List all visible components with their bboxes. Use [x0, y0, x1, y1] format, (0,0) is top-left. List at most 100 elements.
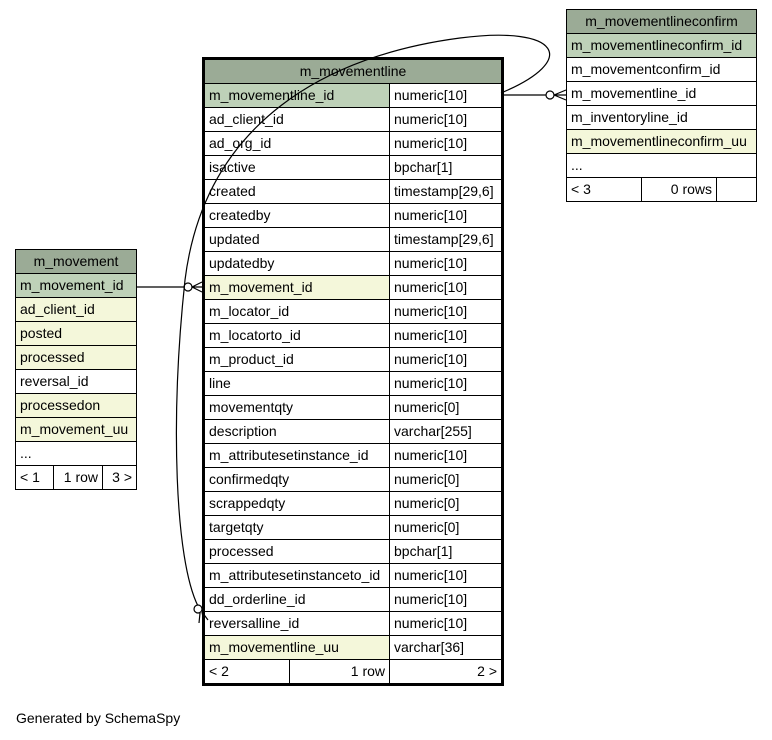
column-type: numeric[10] [388, 83, 504, 108]
column-type: timestamp[29,6] [388, 179, 504, 204]
column-type: numeric[10] [388, 107, 504, 132]
column-name: processedon [14, 393, 138, 418]
footer-row-count: 1 row [289, 659, 390, 685]
column-type: numeric[10] [388, 611, 504, 636]
column-type: varchar[255] [388, 419, 504, 444]
table-title: m_movementline [202, 58, 504, 84]
table-row: ... [14, 441, 138, 466]
footer-row-count: 1 row [53, 465, 103, 490]
column-type: numeric[10] [388, 203, 504, 228]
column-type: numeric[10] [388, 251, 504, 276]
generated-by-note: Generated by SchemaSpy [16, 710, 181, 726]
column-name: createdby [203, 203, 390, 228]
column-name: processed [203, 539, 390, 564]
column-name: m_locatorto_id [203, 323, 390, 348]
column-type: numeric[10] [388, 323, 504, 348]
table-row: m_movementlineconfirm_uu [565, 129, 758, 154]
column-name: m_movement_id [14, 273, 138, 298]
column-name: updated [203, 227, 390, 252]
column-type: timestamp[29,6] [388, 227, 504, 252]
column-name: line [203, 371, 390, 396]
footer-parents: < 1 [15, 465, 54, 490]
table-row: processedon [14, 393, 138, 418]
column-name: m_product_id [203, 347, 390, 372]
column-name: m_movement_uu [14, 417, 138, 442]
table-row: processed [14, 345, 138, 370]
table-title: m_movementlineconfirm [565, 9, 758, 34]
column-type: numeric[10] [388, 587, 504, 612]
column-name: m_movementlineconfirm_id [565, 33, 758, 58]
table-row: m_movementline_id [565, 81, 758, 106]
column-name: ad_client_id [14, 297, 138, 322]
column-type: numeric[10] [388, 443, 504, 468]
column-name: reversalline_id [203, 611, 390, 636]
column-name: description [203, 419, 390, 444]
edge-movementline-to-movement [136, 281, 203, 293]
column-name: reversal_id [14, 369, 138, 394]
column-name: m_movementconfirm_id [565, 57, 758, 82]
column-name: m_movementline_uu [203, 635, 390, 660]
footer-parents: < 3 [566, 177, 642, 202]
column-name: isactive [203, 155, 390, 180]
footer-children: 2 > [388, 659, 504, 685]
table-row: reversal_id [14, 369, 138, 394]
column-type: numeric[10] [388, 299, 504, 324]
column-type: numeric[0] [388, 395, 504, 420]
column-name: ad_org_id [203, 131, 390, 156]
table-row: m_inventoryline_id [565, 105, 758, 130]
table-header-row: m_movement [14, 249, 138, 274]
column-name: m_movementline_id [203, 83, 390, 108]
column-name: ad_client_id [203, 107, 390, 132]
table-header-row: m_movementline [202, 58, 504, 84]
table-row: ad_client_id [14, 297, 138, 322]
table-row: m_movementlineconfirm_id [565, 33, 758, 58]
column-name: posted [14, 321, 138, 346]
table-row: posted [14, 321, 138, 346]
column-name: confirmedqty [203, 467, 390, 492]
column-type: numeric[0] [388, 467, 504, 492]
footer-row-count: 0 rows [641, 177, 717, 202]
column-name: targetqty [203, 515, 390, 540]
column-name: ... [565, 153, 758, 178]
table-row: m_movement_id [14, 273, 138, 298]
footer-children: 3 > [101, 465, 138, 490]
column-type: bpchar[1] [388, 539, 504, 564]
column-name: processed [14, 345, 138, 370]
column-type: numeric[0] [388, 491, 504, 516]
column-name: dd_orderline_id [203, 587, 390, 612]
table-title: m_movement [14, 249, 138, 274]
column-name: m_movementline_id [565, 81, 758, 106]
column-name: m_attributesetinstanceto_id [203, 563, 390, 588]
column-name: m_inventoryline_id [565, 105, 758, 130]
column-name: m_attributesetinstance_id [203, 443, 390, 468]
column-type: numeric[0] [388, 515, 504, 540]
column-type: numeric[10] [388, 371, 504, 396]
column-name: scrappedqty [203, 491, 390, 516]
column-name: m_movement_id [203, 275, 390, 300]
table-row: m_movement_uu [14, 417, 138, 442]
column-type: numeric[10] [388, 131, 504, 156]
column-name: updatedby [203, 251, 390, 276]
column-type: numeric[10] [388, 275, 504, 300]
table-row: m_movementconfirm_id [565, 57, 758, 82]
